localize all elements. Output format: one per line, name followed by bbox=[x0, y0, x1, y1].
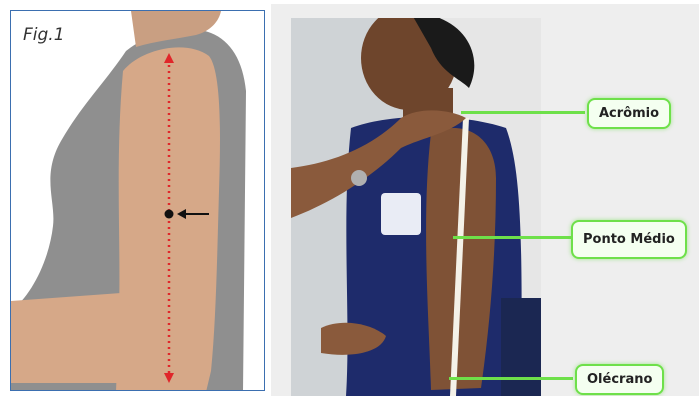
photo-panel: Acrômio Ponto Médio Olécrano bbox=[271, 4, 699, 396]
arm-illustration bbox=[11, 11, 265, 391]
leader-acromio bbox=[461, 111, 585, 114]
midpoint-dot-icon bbox=[165, 210, 174, 219]
figure-panel: Fig.1 bbox=[10, 10, 265, 391]
leader-olecrano bbox=[449, 377, 573, 380]
leader-ponto-medio bbox=[453, 236, 571, 239]
callout-acromio: Acrômio bbox=[587, 98, 671, 129]
bag bbox=[501, 298, 541, 396]
measurement-photo bbox=[291, 18, 541, 396]
forearm bbox=[11, 293, 135, 383]
wristwatch bbox=[351, 170, 367, 186]
callout-ponto-medio: Ponto Médio bbox=[571, 220, 687, 259]
callout-olecrano: Olécrano bbox=[575, 364, 664, 395]
figure-label: Fig.1 bbox=[23, 25, 65, 45]
shirt-logo bbox=[381, 193, 421, 235]
